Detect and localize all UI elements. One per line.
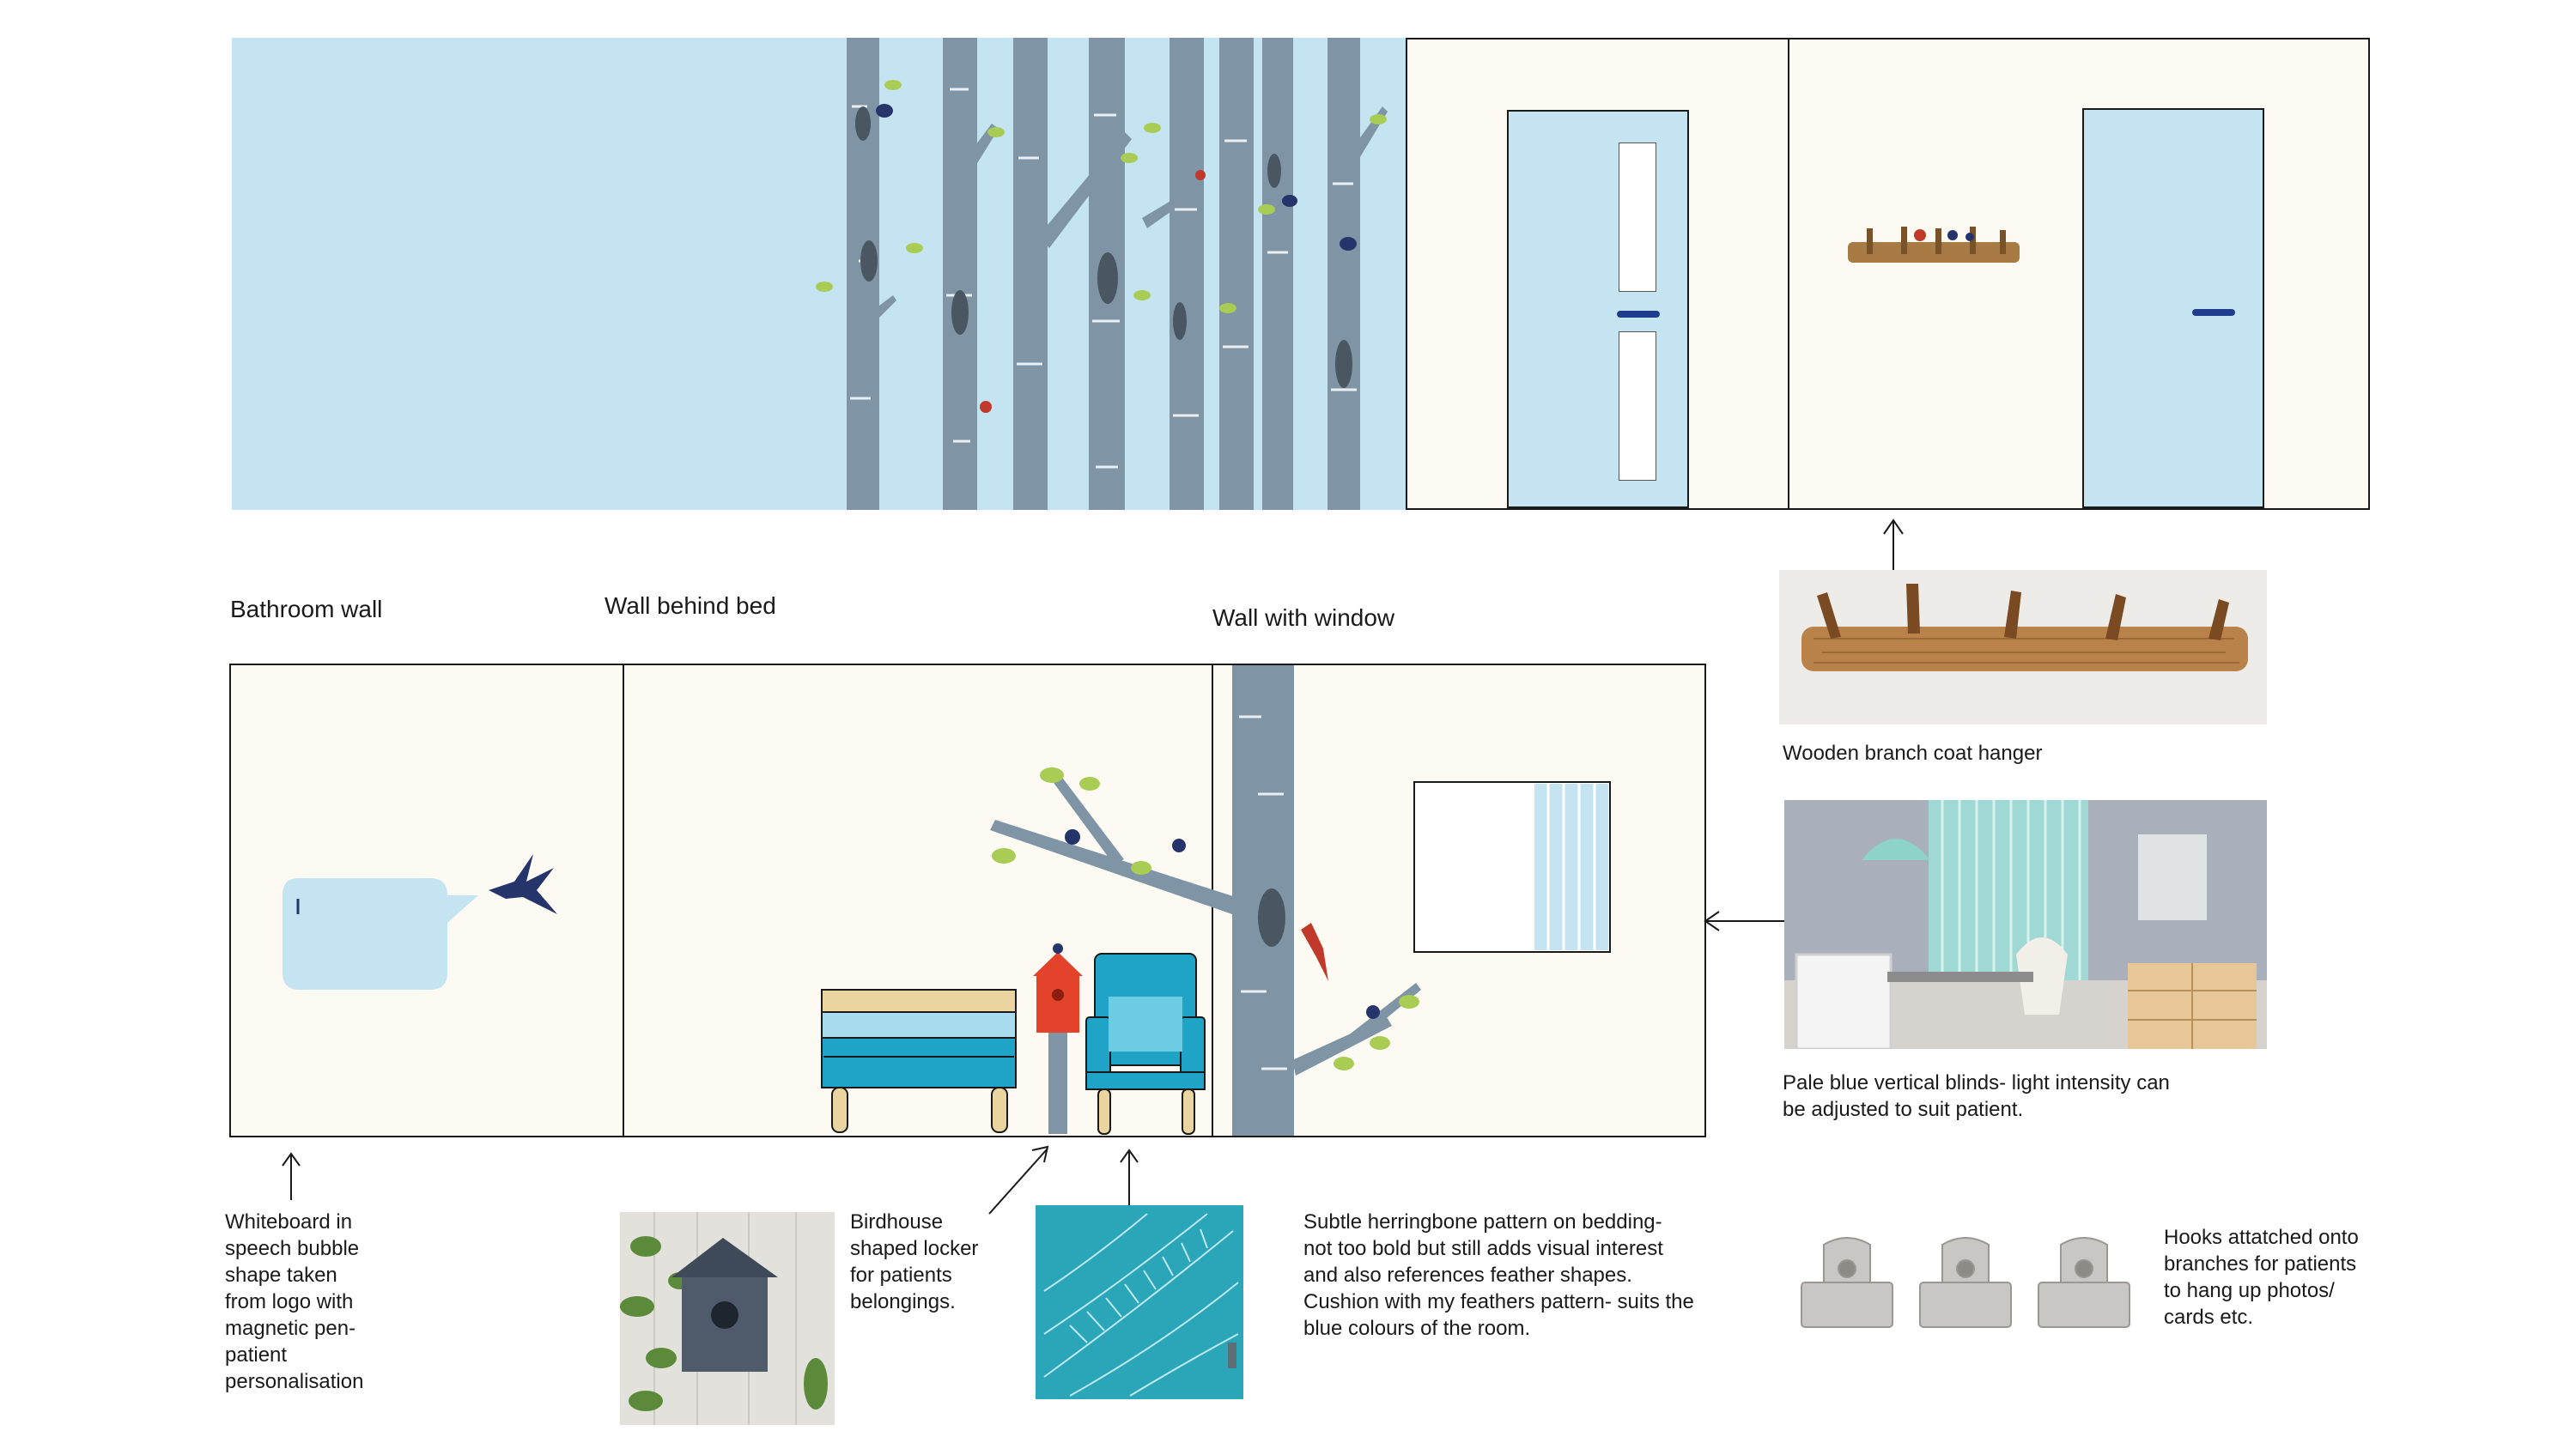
label-wall-with-window: Wall with window bbox=[1212, 604, 1395, 631]
bed bbox=[821, 989, 1017, 1133]
coat-hanger-miniature bbox=[1848, 227, 2020, 263]
label-coat-hanger: Wooden branch coat hanger bbox=[1783, 742, 2043, 765]
label-wall-behind-bed: Wall behind bed bbox=[605, 592, 776, 619]
note-hooks: Hooks attatched onto branches for patien… bbox=[2164, 1226, 2359, 1329]
room-elevation bbox=[229, 664, 1706, 1137]
top-door-wall bbox=[1406, 38, 2370, 510]
door-with-window bbox=[1507, 110, 1689, 508]
divider-bathroom bbox=[623, 665, 624, 1136]
door-window-top bbox=[1619, 142, 1656, 292]
bird-icon bbox=[1172, 839, 1186, 852]
top-tree-wall bbox=[232, 38, 1410, 510]
window-with-blinds bbox=[1413, 781, 1611, 953]
note-herringbone: Subtle herringbone pattern on bedding- n… bbox=[1303, 1210, 1694, 1340]
armchair bbox=[1085, 953, 1206, 1135]
bird-icon bbox=[876, 104, 1357, 251]
door-handle bbox=[2192, 309, 2235, 316]
note-birdhouse: Birdhouse shaped locker for patients bel… bbox=[850, 1210, 979, 1313]
note-blinds: Pale blue vertical blinds- light intensi… bbox=[1783, 1071, 2170, 1121]
arrow-left-icon bbox=[1704, 911, 1784, 931]
panel-divider bbox=[1788, 39, 1789, 508]
room-elevation-illustration bbox=[283, 665, 1611, 1136]
arrow-diagonal-icon bbox=[988, 1145, 1049, 1215]
door-window-bottom bbox=[1619, 331, 1656, 481]
label-bathroom-wall: Bathroom wall bbox=[230, 596, 383, 622]
woodpecker-icon bbox=[1301, 923, 1328, 981]
coat-hanger-photo bbox=[1779, 570, 2267, 724]
feather-cushion-photo bbox=[1036, 1205, 1243, 1399]
bird-icon bbox=[1366, 1005, 1380, 1019]
birdhouse-photo bbox=[620, 1212, 835, 1425]
swallow-icon bbox=[489, 854, 557, 914]
blinds-room-photo bbox=[1784, 800, 2267, 1049]
birdhouse-locker bbox=[1033, 943, 1083, 1134]
arrow-up-icon bbox=[282, 1152, 301, 1200]
feature-tree bbox=[990, 665, 1421, 1136]
clip-hooks-photo bbox=[1798, 1233, 2133, 1336]
door-handle bbox=[1617, 311, 1660, 318]
note-whiteboard: Whiteboard in speech bubble shape taken … bbox=[225, 1210, 364, 1393]
bird-icon bbox=[1065, 829, 1080, 845]
speech-bubble-whiteboard bbox=[283, 878, 478, 990]
birch-forest-illustration bbox=[816, 38, 1388, 510]
arrow-up-icon bbox=[1120, 1149, 1139, 1210]
plain-door bbox=[2082, 108, 2264, 508]
